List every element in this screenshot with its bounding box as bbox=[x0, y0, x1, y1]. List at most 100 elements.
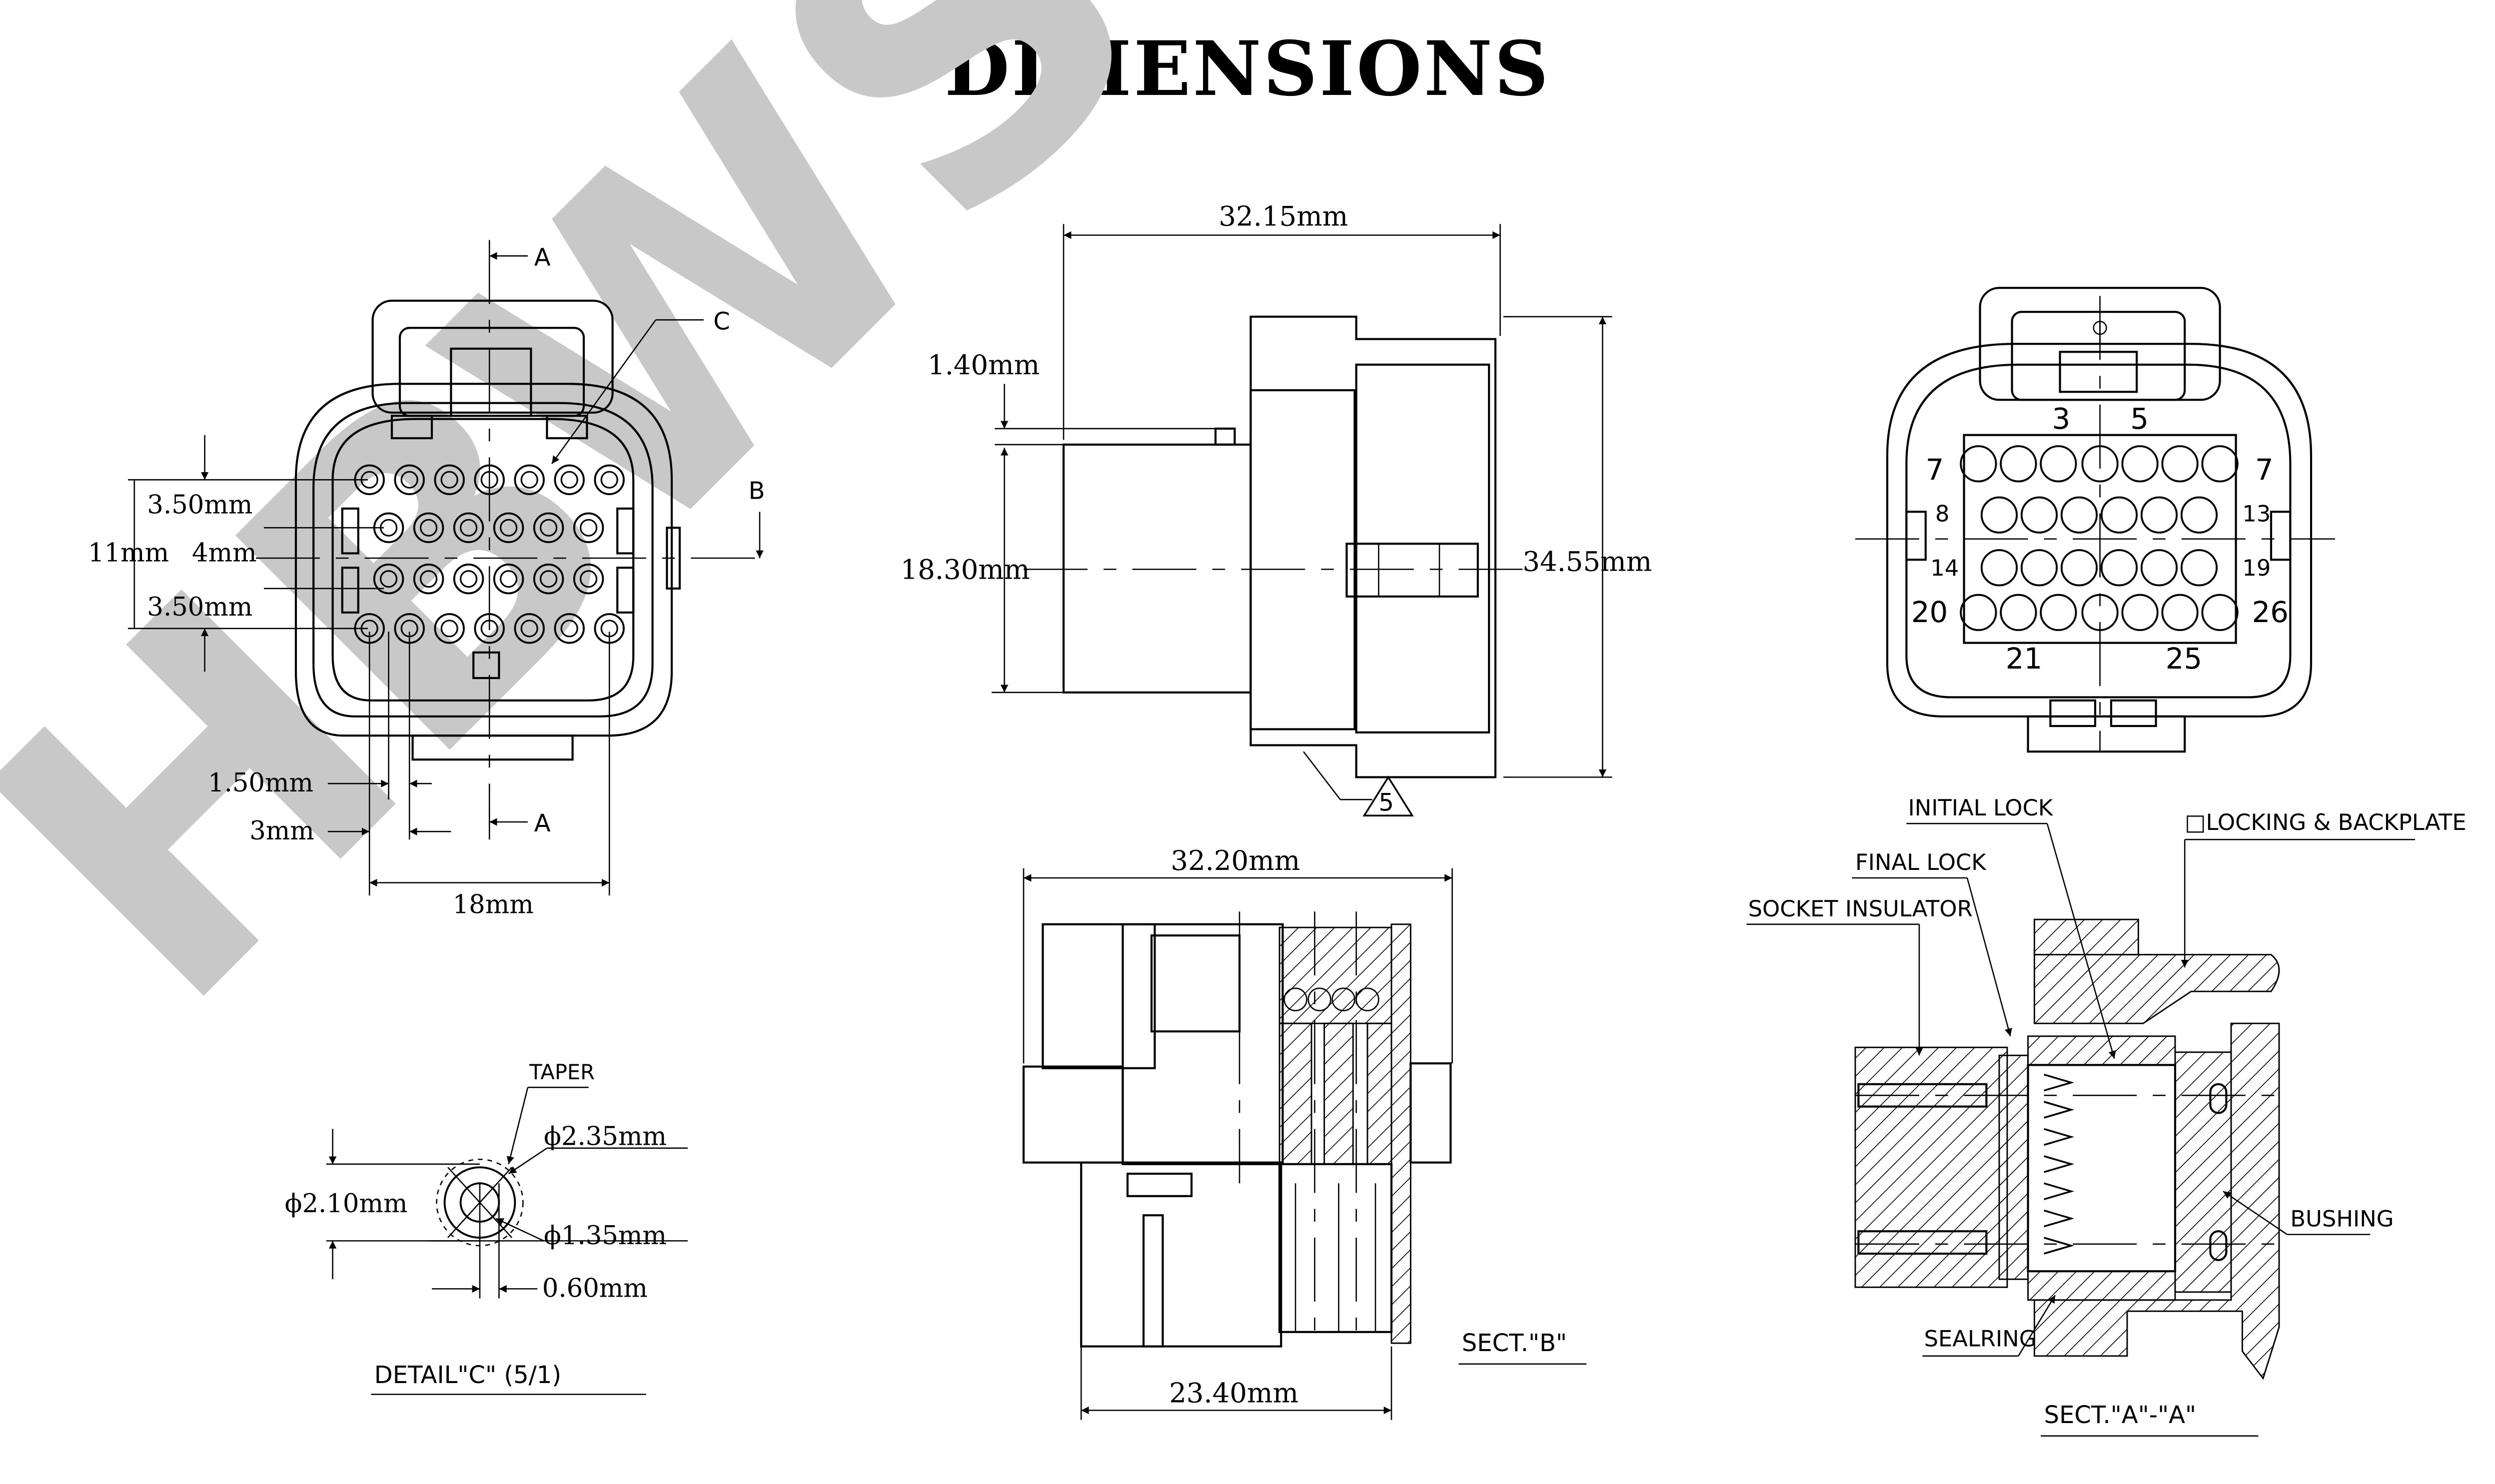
dim-side-overall-height: 34.55mm bbox=[1522, 546, 1652, 578]
lock-tooth bbox=[2044, 1182, 2075, 1200]
section-marker-b: B bbox=[749, 477, 765, 505]
detail-c-label: DETAIL"C" (5/1) bbox=[374, 1361, 561, 1389]
rear-pin-cavity bbox=[2040, 594, 2077, 631]
dim-side-body-height: 18.30mm bbox=[901, 554, 1030, 586]
dim-detail-inner: ϕ1.35mm bbox=[544, 1221, 667, 1251]
pin-number-7-right: 7 bbox=[2255, 453, 2274, 487]
rear-pin-grid bbox=[1960, 445, 2239, 631]
dim-side-step: 1.40mm bbox=[928, 349, 1040, 381]
front-pin-cavity bbox=[413, 512, 444, 543]
dim-offset-1: 1.50mm bbox=[208, 768, 313, 798]
front-pin-cavity bbox=[514, 464, 545, 495]
front-pin-cavity bbox=[434, 464, 465, 495]
lock-tooth bbox=[2044, 1209, 2075, 1228]
page-title: DIMENSIONS bbox=[944, 25, 1551, 113]
rear-pin-cavity bbox=[2020, 496, 2058, 534]
front-pin-cavity bbox=[573, 563, 604, 595]
dim-side-length: 32.15mm bbox=[1219, 200, 1348, 232]
rear-pin-cavity bbox=[2201, 445, 2239, 483]
lock-tooth bbox=[2044, 1073, 2075, 1092]
dim-pitch-top: 3.50mm bbox=[147, 490, 252, 520]
rear-pin-cavity bbox=[1960, 445, 1997, 483]
note-marker-5: 5 bbox=[1378, 789, 1394, 817]
front-pin-cavity bbox=[453, 512, 484, 543]
rear-pin-cavity bbox=[2121, 445, 2159, 483]
section-a-view: INITIAL LOCK □LOCKING & BACKPLATE FINAL … bbox=[1746, 794, 2467, 1437]
front-pin-contact bbox=[440, 471, 458, 489]
dim-pitch-bottom: 3.50mm bbox=[147, 592, 252, 622]
rear-pin-cavity bbox=[2140, 496, 2178, 534]
front-pin-grid bbox=[354, 464, 625, 644]
label-taper: TAPER bbox=[529, 1060, 595, 1084]
pin-number-5: 5 bbox=[2130, 402, 2149, 436]
section-b-view: 32.20mm 23.40mm SECT."B" bbox=[1022, 845, 1587, 1420]
front-pin-contact bbox=[500, 519, 518, 537]
front-pin-cavity bbox=[573, 512, 604, 543]
section-marker-a-top: A bbox=[534, 243, 551, 271]
front-pin-contact bbox=[600, 471, 618, 489]
front-pin-contact bbox=[440, 620, 458, 638]
rear-pin-cavity bbox=[2161, 594, 2199, 631]
side-view: 32.15mm 1.40mm 18.30mm 34.55mm 5 bbox=[901, 200, 1652, 816]
pin-number-14: 14 bbox=[1930, 555, 1959, 581]
label-socket-insulator: SOCKET INSULATOR bbox=[1748, 895, 1973, 922]
label-initial-lock: INITIAL LOCK bbox=[1908, 794, 2054, 821]
rear-pin-cavity bbox=[2121, 594, 2159, 631]
front-pin-contact bbox=[500, 570, 518, 588]
rear-pin-cavity bbox=[2040, 445, 2077, 483]
front-pin-contact bbox=[460, 570, 478, 588]
front-pin-cavity bbox=[533, 563, 564, 595]
rear-pin-cavity bbox=[1980, 549, 2018, 587]
dim-sectb-overall: 32.20mm bbox=[1171, 845, 1300, 876]
lock-tooth bbox=[2044, 1128, 2075, 1146]
pin-number-7-left: 7 bbox=[1926, 453, 1944, 487]
detail-marker-c: C bbox=[713, 307, 730, 335]
pin-number-3: 3 bbox=[2052, 402, 2071, 436]
dim-detail-gap: 0.60mm bbox=[542, 1273, 648, 1303]
front-pin-contact bbox=[580, 570, 598, 588]
rear-pin-cavity bbox=[2100, 549, 2138, 587]
section-b-label: SECT."B" bbox=[1462, 1329, 1567, 1357]
front-pin-cavity bbox=[413, 563, 444, 595]
front-pin-cavity bbox=[493, 512, 524, 543]
front-pin-contact bbox=[400, 471, 418, 489]
label-bushing: BUSHING bbox=[2290, 1206, 2394, 1232]
front-pin-contact bbox=[560, 620, 578, 638]
lock-tooth bbox=[2044, 1155, 2075, 1173]
lock-tooth bbox=[2044, 1237, 2075, 1255]
front-pin-contact bbox=[540, 570, 558, 588]
pin-number-26: 26 bbox=[2252, 596, 2289, 629]
front-pin-contact bbox=[560, 471, 578, 489]
front-pin-contact bbox=[420, 519, 438, 537]
front-pin-contact bbox=[580, 519, 598, 537]
section-marker-a-bottom: A bbox=[534, 809, 551, 837]
rear-pin-numbers: 3 5 7 7 8 13 14 19 20 26 21 25 bbox=[1911, 402, 2289, 676]
rear-pin-cavity bbox=[2020, 549, 2058, 587]
rear-pin-cavity bbox=[2060, 549, 2098, 587]
front-pin-contact bbox=[460, 519, 478, 537]
front-pin-contact bbox=[380, 570, 398, 588]
pin-number-19: 19 bbox=[2242, 555, 2271, 581]
front-pin-cavity bbox=[373, 563, 404, 595]
rear-pin-cavity bbox=[2100, 496, 2138, 534]
pin-number-25: 25 bbox=[2166, 642, 2202, 676]
front-pin-contact bbox=[540, 519, 558, 537]
front-pin-contact bbox=[520, 620, 538, 638]
front-pin-contact bbox=[520, 471, 538, 489]
front-view: A A B C 3.50mm 4mm 3.50mm 11mm bbox=[88, 240, 768, 919]
pin-number-8: 8 bbox=[1935, 500, 1950, 527]
rear-pin-cavity bbox=[1980, 496, 2018, 534]
rear-pin-cavity bbox=[2161, 445, 2199, 483]
dim-sectb-inner: 23.40mm bbox=[1169, 1378, 1298, 1409]
dim-row-gap: 4mm bbox=[192, 538, 257, 568]
pin-number-13: 13 bbox=[2242, 500, 2271, 527]
dim-width: 18mm bbox=[453, 889, 534, 919]
lock-tooth bbox=[2044, 1101, 2075, 1119]
rear-pin-cavity bbox=[2180, 496, 2218, 534]
front-pin-cavity bbox=[554, 464, 585, 495]
rear-pin-cavity bbox=[2140, 549, 2178, 587]
rear-view: 3 5 7 7 8 13 14 19 20 26 21 25 bbox=[1855, 287, 2335, 753]
front-pin-cavity bbox=[533, 512, 564, 543]
